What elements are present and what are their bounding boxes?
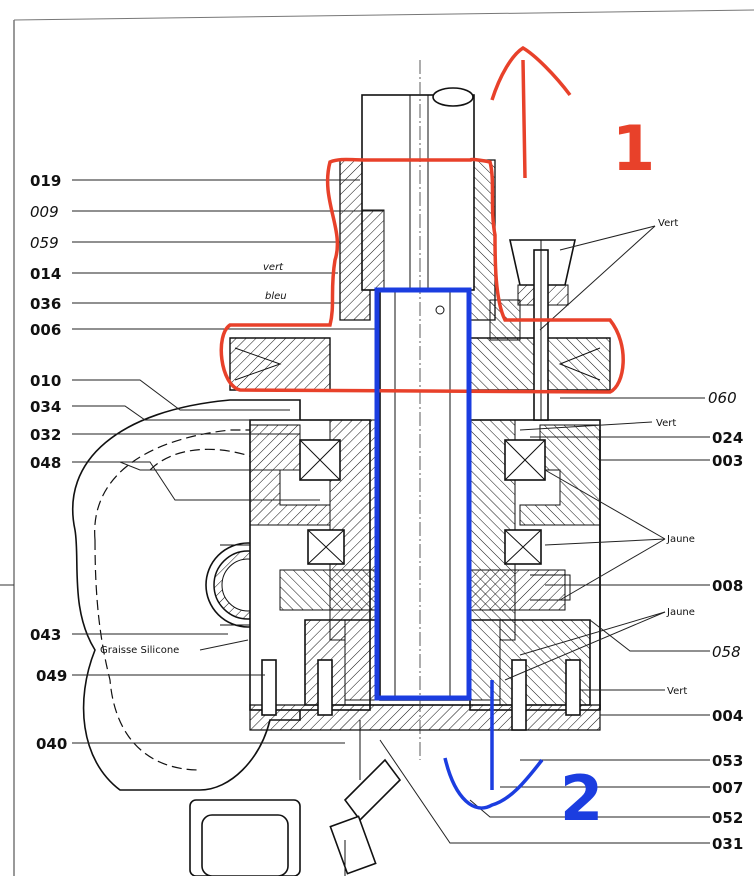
note-vert-top: Vert (658, 218, 678, 229)
label-019: 019 (30, 172, 61, 190)
label-053: 053 (712, 752, 743, 770)
leaders-right (379, 225, 710, 844)
label-010: 010 (30, 372, 61, 390)
label-048: 048 (30, 454, 61, 472)
note-vert-bottom: Vert (667, 686, 687, 697)
label-049: 049 (36, 667, 67, 685)
label-006: 006 (30, 321, 61, 339)
leaders-left (72, 179, 384, 744)
label-036: 036 (30, 295, 61, 313)
label-032: 032 (30, 426, 61, 444)
marker-2: 2 (560, 762, 603, 835)
note-vert-small: vert (263, 262, 284, 273)
label-014: 014 (30, 265, 61, 283)
label-052: 052 (712, 809, 743, 827)
label-043: 043 (30, 626, 61, 644)
vertical-shaft (361, 60, 475, 760)
note-vert-mid: Vert (656, 418, 676, 429)
note-jaune-2: Jaune (666, 607, 695, 618)
red-annotation: 1 (219, 45, 655, 394)
label-009: 009 (30, 203, 59, 221)
marker-1: 1 (612, 112, 655, 185)
note-jaune-1: Jaune (666, 534, 695, 545)
label-031: 031 (712, 835, 743, 853)
blue-annotation: 2 (374, 287, 603, 835)
color-notes: Vert vert bleu Vert Jaune Jaune Vert Gra… (100, 218, 695, 697)
grease-fitting (329, 720, 402, 876)
label-040: 040 (36, 735, 67, 753)
label-059: 059 (30, 234, 59, 252)
label-024: 024 (712, 429, 743, 447)
label-060: 060 (708, 389, 737, 407)
page-border-top (13, 9, 754, 21)
label-004: 004 (712, 707, 743, 725)
label-034: 034 (30, 398, 61, 416)
label-007: 007 (712, 779, 743, 797)
part-labels-left: 019 009 059 014 036 006 010 034 032 048 … (30, 172, 67, 753)
label-058: 058 (712, 643, 741, 661)
label-008: 008 (712, 577, 743, 595)
label-003: 003 (712, 452, 743, 470)
part-labels-right: 060 024 003 008 058 004 053 007 052 031 (708, 389, 743, 853)
note-bleu: bleu (265, 291, 287, 302)
note-graisse: Graisse Silicone (100, 645, 179, 656)
